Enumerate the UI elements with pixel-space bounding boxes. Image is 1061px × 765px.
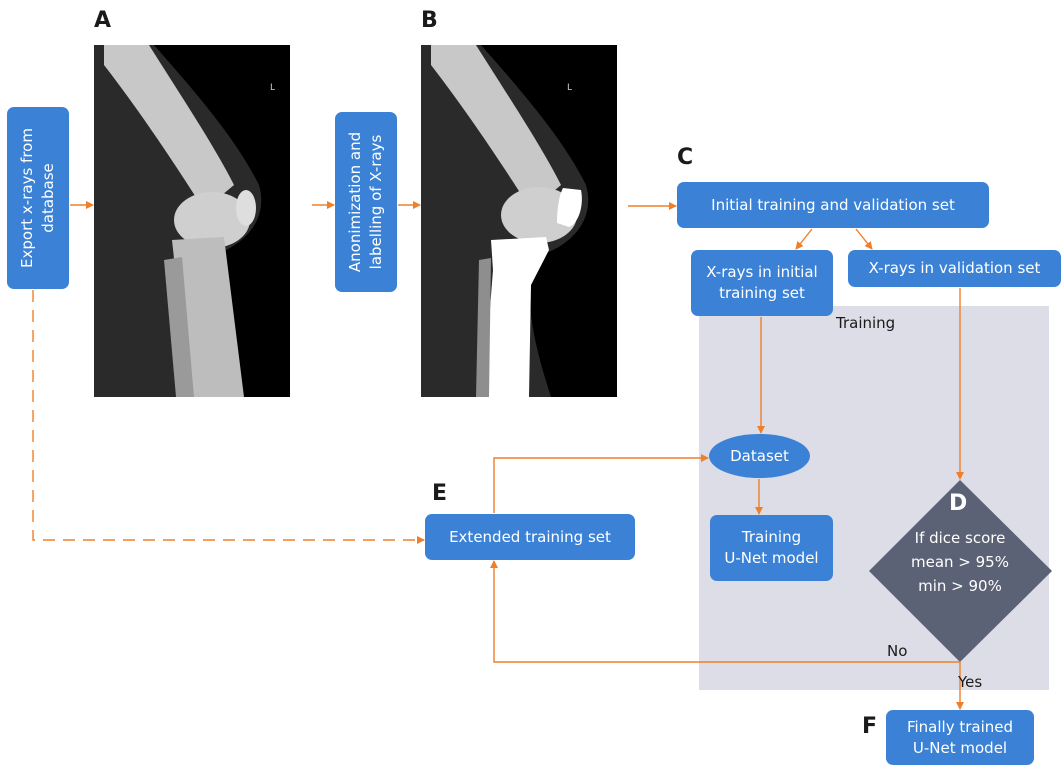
- decision-line-2: mean > 95%: [885, 550, 1035, 574]
- panel-label-d: D: [949, 491, 967, 516]
- decision-line-1: If dice score: [885, 526, 1035, 550]
- arrow-extended-to-dataset: [494, 458, 708, 513]
- yes-label: Yes: [958, 673, 982, 691]
- arrow-initial-to-validation: [856, 229, 872, 249]
- decision-text: If dice score mean > 95% min > 90%: [885, 526, 1035, 598]
- decision-line-3: min > 90%: [885, 574, 1035, 598]
- dashed-export-to-extended: [33, 290, 424, 540]
- arrow-initial-to-train-set: [796, 229, 812, 249]
- no-label: No: [887, 642, 907, 660]
